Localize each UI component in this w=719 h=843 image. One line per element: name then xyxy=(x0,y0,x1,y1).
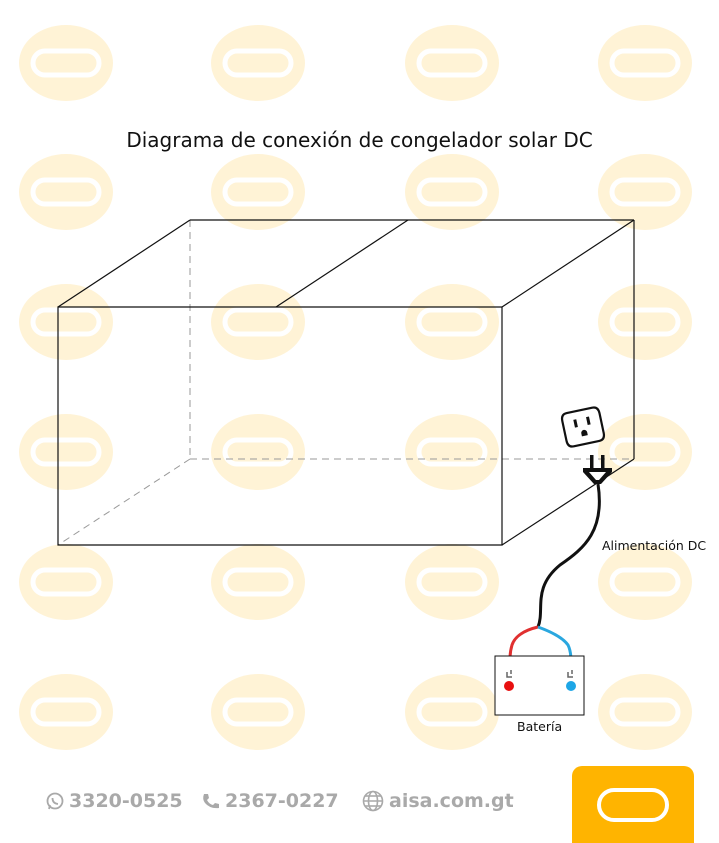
watermark-logo xyxy=(19,284,113,360)
watermark-logo xyxy=(598,414,692,490)
battery-terminal-negative xyxy=(566,681,576,691)
footer-website[interactable]: aisa.com.gt xyxy=(362,790,514,812)
footer-phone[interactable]: 2367-0227 xyxy=(200,790,339,812)
brand-logo xyxy=(572,766,694,843)
watermark-logo xyxy=(598,674,692,750)
watermark-logo xyxy=(405,154,499,230)
watermark-logo xyxy=(19,414,113,490)
watermark-logo xyxy=(19,544,113,620)
watermark-logo xyxy=(598,25,692,101)
lid-divider xyxy=(275,219,409,308)
freezer-box xyxy=(57,219,635,546)
power-cable xyxy=(536,483,601,628)
website-url: aisa.com.gt xyxy=(389,790,514,812)
watermark-logo xyxy=(19,154,113,230)
watermark-logo xyxy=(19,674,113,750)
battery-terminal-positive xyxy=(504,681,514,691)
watermark-logo xyxy=(211,674,305,750)
footer-whatsapp[interactable]: 3320-0525 xyxy=(46,790,183,812)
watermark-logo xyxy=(598,154,692,230)
whatsapp-icon xyxy=(46,792,64,810)
outlet-icon xyxy=(560,406,606,448)
phone-number: 2367-0227 xyxy=(225,790,339,812)
watermark-logo xyxy=(211,544,305,620)
diagram-title: Diagrama de conexión de congelador solar… xyxy=(126,128,593,152)
watermark-logo xyxy=(598,284,692,360)
phone-icon xyxy=(203,794,219,809)
watermark-logo xyxy=(405,284,499,360)
watermark-logo xyxy=(211,154,305,230)
whatsapp-number: 3320-0525 xyxy=(69,790,183,812)
battery-clamp-negative xyxy=(567,670,573,678)
watermark-logo xyxy=(211,414,305,490)
watermark-logo xyxy=(405,674,499,750)
watermark-logo xyxy=(19,25,113,101)
freezer-front-face xyxy=(57,306,503,546)
watermark-logo xyxy=(598,544,692,620)
watermark-logo xyxy=(405,25,499,101)
globe-icon xyxy=(362,790,384,812)
battery-clamp-positive xyxy=(506,670,512,678)
watermark-logo xyxy=(405,414,499,490)
watermark-logo xyxy=(405,544,499,620)
plug-icon xyxy=(583,455,612,484)
power-label: Alimentación DC xyxy=(602,538,707,553)
watermark-logo xyxy=(211,25,305,101)
battery-label: Batería xyxy=(517,719,563,734)
freezer-hidden-edges xyxy=(57,220,634,546)
brand-logo-ring xyxy=(597,788,669,822)
